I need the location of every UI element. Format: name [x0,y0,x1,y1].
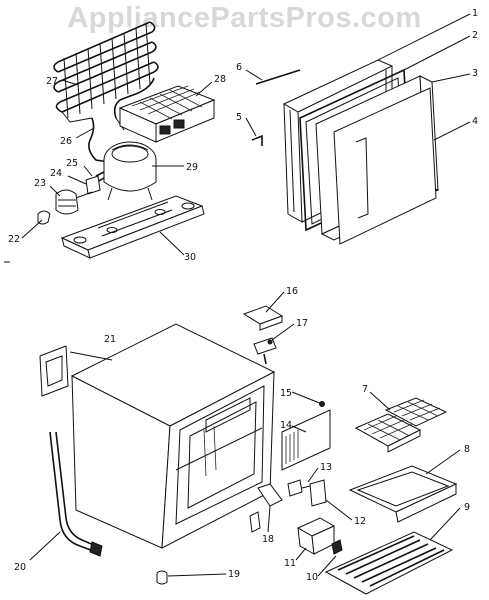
callout-2: 2 [472,30,478,41]
door-handle-rod [251,69,301,146]
drain-tube [49,431,103,557]
callout-29: 29 [186,162,198,173]
callout-19: 19 [228,569,240,580]
callout-8: 8 [464,444,470,455]
callout-20: 20 [14,562,26,573]
callout-27: 27 [46,76,58,87]
top-hinge-cover [242,305,284,331]
leveling-leg [156,570,168,585]
callout-numbers: 1 2 3 4 5 6 7 8 9 10 11 12 13 14 15 16 1… [8,8,478,583]
callout-22: 22 [8,234,20,245]
callout-12: 12 [354,516,366,527]
callout-25: 25 [66,158,78,169]
thermostat-control [281,401,331,471]
callout-24: 24 [50,168,62,179]
callout-14: 14 [280,420,292,431]
callout-1: 1 [472,8,478,19]
callout-10: 10 [306,572,318,583]
callout-9: 9 [464,502,470,513]
evaporator-unit [118,85,216,143]
callout-17: 17 [296,318,308,329]
callout-leaders [21,13,471,577]
callout-16: 16 [286,286,298,297]
callout-6: 6 [236,62,242,73]
compressor-base-plate [60,195,205,259]
callout-4: 4 [472,116,478,127]
callout-13: 13 [320,462,332,473]
top-hinge [253,337,277,365]
ice-cube-trays [354,397,448,453]
wire-shelf [324,531,454,595]
door-outer-panel [333,87,437,245]
callout-30: 30 [184,252,196,263]
callout-21: 21 [104,334,116,345]
watermark-text: AppliancePartsPros.com [67,2,422,34]
callout-23: 23 [34,178,46,189]
back-cover-plate [39,345,69,397]
callout-5: 5 [236,112,242,123]
callout-7: 7 [362,384,368,395]
callout-3: 3 [472,68,478,79]
callout-28: 28 [214,74,226,85]
callout-15: 15 [280,388,292,399]
callout-11: 11 [284,558,296,569]
callout-18: 18 [262,534,274,545]
start-relay-assembly [37,175,101,225]
drip-tray-bracket [296,517,343,555]
hinge-bracket-bottom [249,483,283,533]
compressor [93,141,157,201]
callout-26: 26 [60,136,72,147]
drip-tray [348,465,458,523]
light-switch [287,479,327,507]
refrigerator-cabinet [70,323,276,549]
condenser-coil [53,21,159,123]
